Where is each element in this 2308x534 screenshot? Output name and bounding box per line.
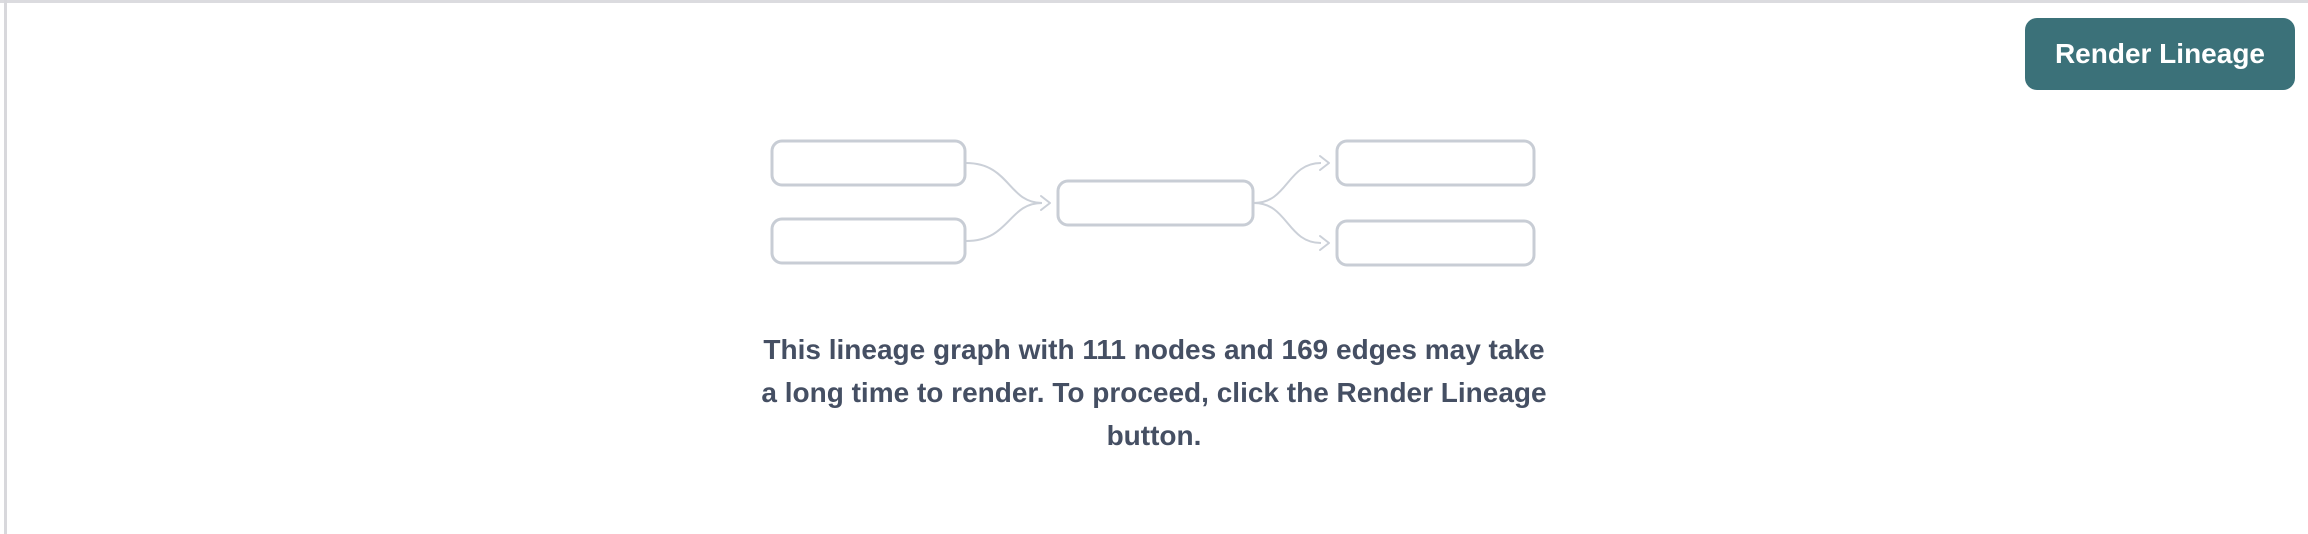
- skeleton-node-right-bottom: [1335, 219, 1536, 267]
- render-warning-line-3: button.: [1106, 420, 1202, 451]
- render-warning-line-2: a long time to render. To proceed, click…: [761, 377, 1547, 408]
- arrowhead-icon: [1040, 195, 1051, 211]
- render-warning-message: This lineage graph with 111 nodes and 16…: [761, 328, 1546, 457]
- skeleton-node-right-top: [1335, 139, 1536, 187]
- arrowhead-icon: [1319, 155, 1330, 171]
- skeleton-node-left-bottom: [770, 217, 967, 265]
- skeleton-edge-left-top: [965, 162, 1043, 204]
- skeleton-node-center: [1056, 179, 1255, 227]
- top-divider: [0, 0, 2308, 3]
- skeleton-edge-right-top: [1253, 162, 1322, 204]
- render-lineage-button[interactable]: Render Lineage: [2024, 18, 2295, 90]
- render-lineage-button-label: Render Lineage: [2054, 38, 2265, 69]
- left-divider: [4, 0, 7, 534]
- skeleton-node-left-top: [770, 139, 967, 187]
- render-warning-line-1: This lineage graph with 111 nodes and 16…: [763, 334, 1545, 365]
- skeleton-edge-right-bottom: [1253, 202, 1322, 244]
- lineage-placeholder: This lineage graph with 111 nodes and 16…: [0, 138, 2308, 457]
- lineage-skeleton-graphic: [770, 139, 1536, 267]
- skeleton-edge-left-bottom: [965, 202, 1043, 242]
- arrowhead-icon: [1319, 235, 1330, 251]
